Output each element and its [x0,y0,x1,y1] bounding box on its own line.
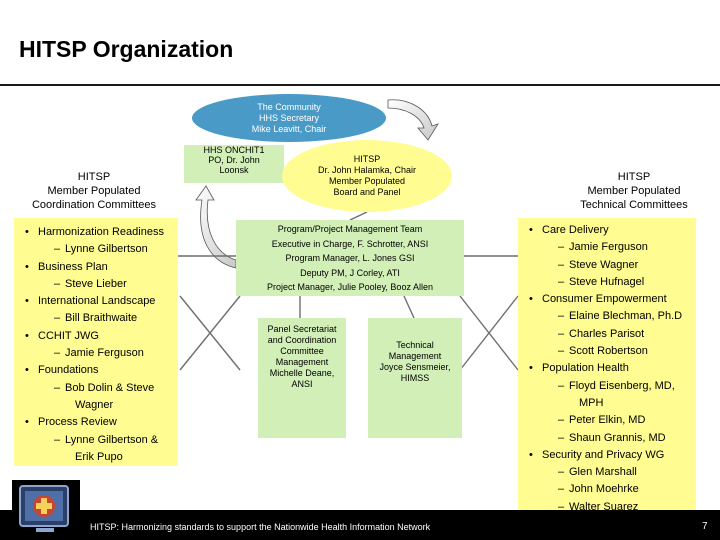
committee-member: Lynne Gilbertson [22,241,176,259]
committee-member: Charles Parisot [526,326,696,344]
pm-line: Executive in Charge, F. Schrotter, ANSI [271,238,429,249]
coordination-heading: HITSP Member Populated Coordination Comm… [8,170,180,212]
committee-member: Walter Suarez [526,499,696,517]
tech-mgmt-line: Technical [396,340,434,350]
pm-line: Program/Project Management Team [277,224,423,234]
secretariat-line: Panel Secretariat [267,324,337,334]
heading-line: HITSP [77,171,111,183]
committee-name: Foundations [22,362,176,380]
heading-line: Coordination Committees [31,199,157,211]
committee-member: Bob Dolin & Steve [22,380,176,398]
technical-management-box: Technical Management Joyce Sensmeier, HI… [368,318,462,438]
committee-member: Wagner [75,398,114,411]
tech-mgmt-line: Joyce Sensmeier, [379,362,451,372]
technical-committees-list: Care Delivery Jamie Ferguson Steve Wagne… [526,222,696,516]
committee-member: Peter Elkin, MD [526,412,696,430]
secretariat-line: and Coordination [267,335,337,345]
curved-arrow-icon [195,185,237,269]
committee-name: International Landscape [22,293,176,311]
committee-member: Glen Marshall [526,464,696,482]
committee-member: Floyd Eisenberg, MD, [526,378,696,396]
committee-member: Jamie Ferguson [22,345,176,363]
committee-member: Lynne Gilbertson & [22,432,176,450]
committee-name: Process Review [22,414,176,432]
heading-line: Technical Committees [580,199,688,211]
committee-member: Steve Wagner [526,257,696,275]
committee-member: Bill Braithwaite [22,310,176,328]
secretariat-line: ANSI [291,379,313,389]
connector-line [179,295,241,371]
hitsp-logo-icon [12,480,80,540]
heading-line: Member Populated [587,185,681,197]
connector-line [179,295,241,371]
tech-mgmt-line: Management [388,351,442,361]
heading-line: Member Populated [47,185,141,197]
committee-member: Shaun Grannis, MD [526,430,696,448]
heading-line: HITSP [617,171,651,183]
committee-name: Security and Privacy WG [526,447,696,465]
technical-committees-box: Care Delivery Jamie Ferguson Steve Wagne… [518,218,696,516]
committee-name: Harmonization Readiness [22,224,176,242]
community-line: HHS Secretary [258,112,320,123]
connector-line [459,295,519,371]
onchit-box: HHS ONCHIT1 PO, Dr. John Loonsk [184,145,284,183]
secretariat-line: Committee [280,346,324,356]
program-management-box: Program/Project Management Team Executiv… [236,220,464,296]
tech-mgmt-line: HIMSS [400,373,430,383]
page-title: HITSP Organization [19,36,234,62]
committee-member: MPH [579,396,604,409]
community-line: The Community [257,101,321,112]
committee-name: Population Health [526,360,696,378]
committee-name: Business Plan [22,259,176,277]
title-divider [0,84,720,86]
connector-line [349,211,368,221]
secretariat-line: Management [275,357,329,367]
connector-line [403,295,415,319]
pm-line: Program Manager, L. Jones GSI [285,253,415,263]
committee-member: Elaine Blechman, Ph.D [526,308,696,326]
committee-member: Steve Lieber [22,276,176,294]
onchit-line: PO, Dr. John [208,155,260,165]
pm-line: Project Manager, Julie Pooley, Booz Alle… [267,282,433,292]
coordination-committees-list: Harmonization Readiness Lynne Gilbertson… [22,224,176,466]
committee-name: Consumer Empowerment [526,291,696,309]
footer-tagline: HITSP: Harmonizing standards to support … [90,522,431,532]
chair-line: Dr. John Halamka, Chair [317,165,417,175]
committee-member: Steve Hufnagel [526,274,696,292]
committee-member: Erik Pupo [75,450,123,463]
chair-line: Member Populated [328,176,406,186]
footer-bar [0,510,720,540]
committee-member: John Moehrke [526,481,696,499]
committee-name: Care Delivery [526,222,696,240]
technical-heading: HITSP Member Populated Technical Committ… [548,170,720,212]
pm-line: Deputy PM, J Corley, ATI [300,267,400,278]
committee-name: CCHIT JWG [22,328,176,346]
secretariat-line: Michelle Deane, [269,368,335,378]
community-line: Mike Leavitt, Chair [251,123,327,134]
chair-panel-oval: HITSP Dr. John Halamka, Chair Member Pop… [282,140,452,212]
panel-secretariat-box: Panel Secretariat and Coordination Commi… [258,318,346,438]
onchit-line: Loonsk [219,165,249,175]
curved-arrow-icon [387,99,439,141]
page-number: 7 [702,521,708,532]
committee-member: Jamie Ferguson [526,239,696,257]
connector-line [459,295,519,371]
chair-line: HITSP [353,154,381,164]
committee-member: Scott Robertson [526,343,696,361]
coordination-committees-box: Harmonization Readiness Lynne Gilbertson… [14,218,178,466]
community-oval: The Community HHS Secretary Mike Leavitt… [192,94,386,142]
onchit-line: HHS ONCHIT1 [203,145,265,155]
chair-line: Board and Panel [333,187,401,197]
